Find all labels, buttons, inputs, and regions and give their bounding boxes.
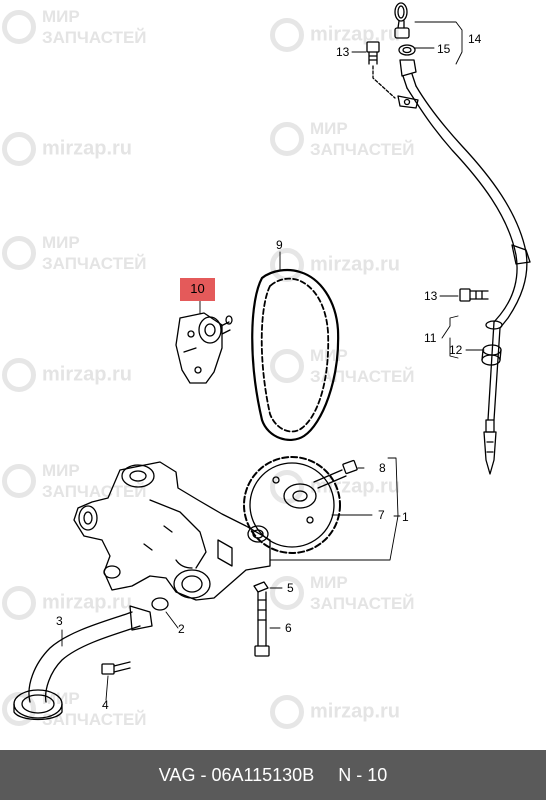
watermark-logo-icon (270, 576, 304, 610)
watermark-logo-icon (270, 470, 304, 504)
callout-13-upper: 13 (336, 45, 350, 59)
drive-sprocket (243, 456, 341, 554)
suction-pipe (13, 605, 153, 721)
pump-washer (253, 581, 269, 593)
dipstick-guide-tube-inner (415, 85, 528, 329)
guide-tube-clip (397, 95, 419, 109)
watermark-brand-bottom: ЗАПЧАСТЕЙ (42, 28, 147, 47)
callout-7: 7 (378, 508, 385, 522)
watermark-logo-icon (2, 358, 36, 392)
callout-4: 4 (102, 698, 109, 712)
callout-5: 5 (287, 581, 294, 595)
watermark-logo-icon (2, 10, 36, 44)
watermark-logo-icon (270, 349, 304, 383)
part-number-footer: VAG - 06A115130B N - 10 (0, 750, 546, 800)
watermark-domain: mirzap.ru (2, 132, 132, 166)
chain-tensioner (175, 312, 233, 384)
pipe-bolt (101, 661, 131, 675)
watermark-domain: mirzap.ru (2, 358, 132, 392)
callout-11: 11 (424, 331, 437, 345)
watermark-domain: mirzap.ru (270, 695, 400, 729)
watermark-domain: mirzap.ru (270, 18, 400, 52)
callout-6: 6 (285, 621, 292, 635)
watermark-logo-icon (270, 695, 304, 729)
watermark-logo-icon (2, 236, 36, 270)
callout-9: 9 (276, 238, 283, 252)
leader-dash (372, 65, 396, 99)
position-number: N - 10 (338, 764, 388, 785)
callout-14: 14 (468, 32, 482, 46)
sprocket-bolt (313, 459, 358, 489)
leader-lines (61, 21, 485, 701)
timing-chain (251, 268, 340, 441)
watermark-logo-icon (2, 464, 36, 498)
callout-8: 8 (379, 461, 386, 475)
callout-3: 3 (56, 614, 63, 628)
callout-12: 12 (449, 343, 463, 357)
watermark-logo-icon (2, 692, 36, 726)
callout-13-lower: 13 (424, 289, 438, 303)
watermark-domain: mirzap.ru (2, 586, 132, 620)
dipstick-handle (394, 2, 417, 89)
callout-1: 1 (402, 510, 409, 524)
bolt-13-upper (366, 41, 380, 65)
watermark-logo-icon (2, 132, 36, 166)
callout-10-highlight: 10 (180, 278, 215, 301)
dipstick-rod (487, 321, 501, 421)
watermark-logo: МИР ЗАПЧАСТЕЙ (2, 6, 147, 48)
dipstick-tip (485, 419, 495, 433)
o-ring-upper (485, 320, 503, 330)
callout-2: 2 (178, 622, 185, 636)
oil-pump-body (73, 461, 271, 601)
watermark-logo-icon (270, 18, 304, 52)
watermark-logo-icon (2, 586, 36, 620)
bolt-13-lower (459, 288, 489, 302)
watermark-logo-icon (270, 122, 304, 156)
part-number: VAG - 06A115130B (158, 764, 315, 785)
watermark-brand-top: МИР (42, 7, 80, 26)
dipstick-guide-tube (406, 87, 518, 323)
callout-15: 15 (437, 42, 451, 56)
pump-bolt (254, 591, 270, 657)
guide-tube-bracket (511, 244, 531, 265)
o-ring-2 (151, 597, 169, 611)
